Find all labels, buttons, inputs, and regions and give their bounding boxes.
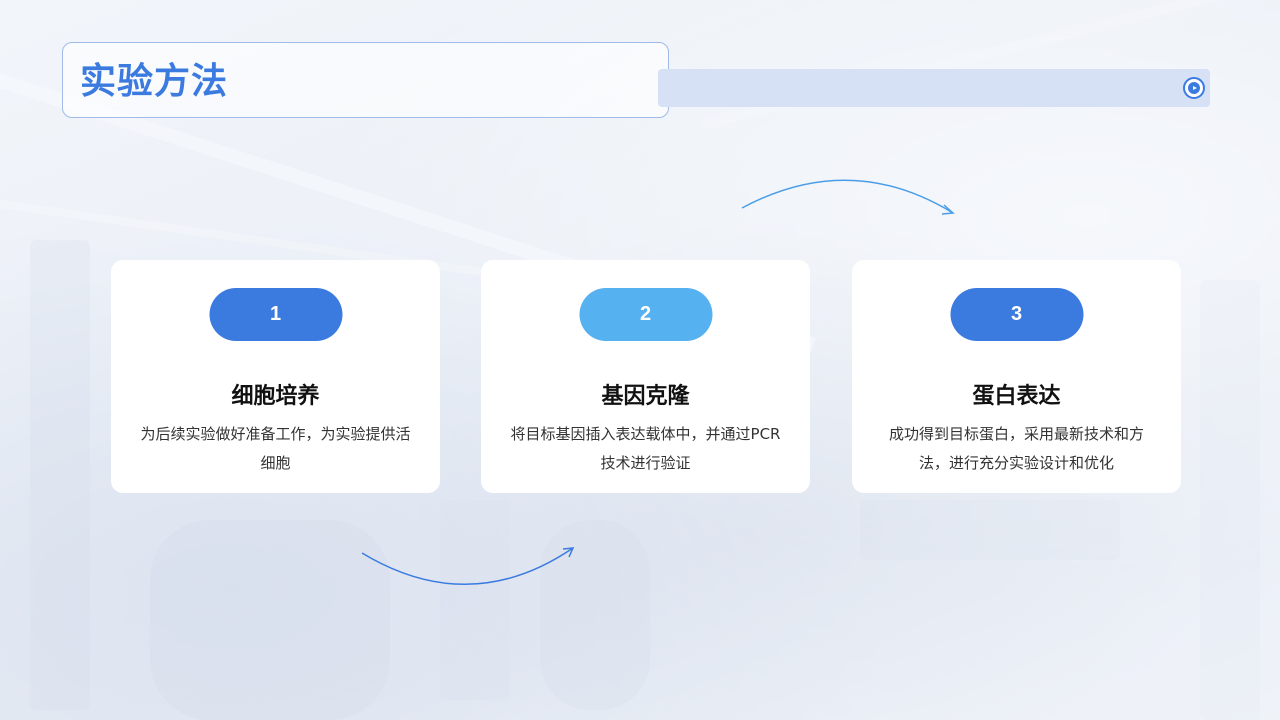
step-title: 细胞培养 (231, 384, 320, 409)
play-icon[interactable] (1183, 77, 1205, 99)
slide-title: 实验方法 (80, 61, 229, 102)
step-card-3: 3 蛋白表达 成功得到目标蛋白，采用最新技术和方法，进行充分实验设计和优化 (852, 260, 1181, 493)
step-title: 基因克隆 (601, 384, 690, 409)
step-description: 为后续实验做好准备工作，为实验提供活细胞 (140, 425, 411, 472)
step-title: 蛋白表达 (972, 384, 1061, 409)
step-description: 将目标基因插入表达载体中，并通过PCR技术进行验证 (510, 425, 781, 472)
step-card-2: 2 基因克隆 将目标基因插入表达载体中，并通过PCR技术进行验证 (481, 260, 810, 493)
step-description: 成功得到目标蛋白，采用最新技术和方法，进行充分实验设计和优化 (888, 425, 1144, 472)
step-number-badge: 3 (950, 288, 1083, 341)
step-number-badge: 2 (579, 288, 712, 341)
title-accent-bar (658, 69, 1210, 107)
step-card-1: 1 细胞培养 为后续实验做好准备工作，为实验提供活细胞 (111, 260, 440, 493)
title-frame (62, 42, 669, 118)
step-number-badge: 1 (209, 288, 342, 341)
